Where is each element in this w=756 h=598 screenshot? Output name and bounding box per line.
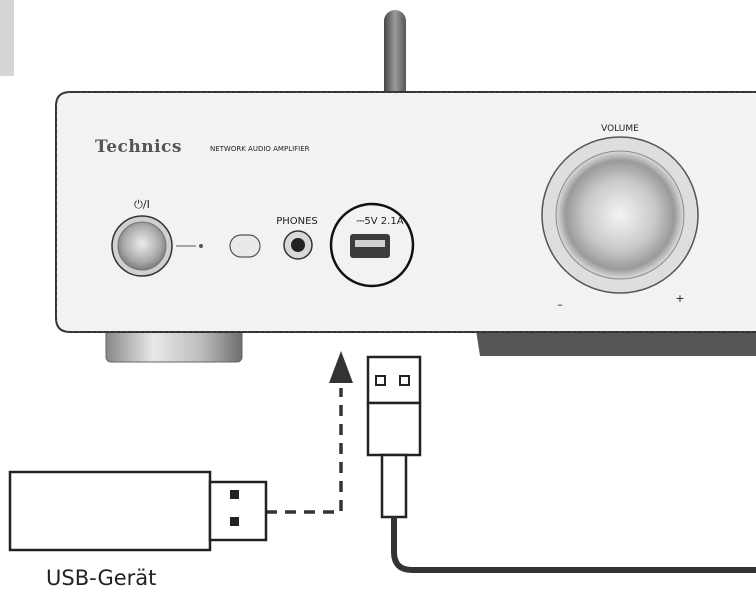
usb-device-caption: USB-Gerät — [46, 566, 157, 590]
phones-label: PHONES — [276, 216, 318, 227]
sensor-window — [229, 234, 261, 258]
usb-port-label: ⎓5V 2.1A — [356, 216, 403, 227]
brand-logo: Technics — [95, 137, 182, 157]
phones-jack[interactable] — [283, 230, 313, 260]
amplifier-foot — [105, 327, 243, 363]
volume-knob[interactable] — [541, 136, 699, 294]
usb-stick — [8, 470, 268, 552]
usb-cable — [391, 517, 756, 573]
model-label: NETWORK AUDIO AMPLIFIER — [210, 145, 310, 153]
usb-port-highlight — [329, 202, 415, 288]
usb-cable-plug — [366, 355, 422, 519]
volume-max-label: + — [675, 292, 684, 305]
antenna — [384, 10, 406, 112]
amplifier-base-right — [476, 330, 756, 356]
volume-min-label: – — [557, 298, 563, 311]
indicator-led — [199, 244, 203, 248]
corner-tab — [0, 0, 14, 76]
usb-port[interactable] — [350, 234, 390, 258]
power-label: ⏻/I — [134, 198, 150, 211]
volume-label: VOLUME — [601, 124, 639, 134]
power-knob[interactable] — [111, 215, 173, 277]
insert-arrow — [266, 351, 353, 514]
